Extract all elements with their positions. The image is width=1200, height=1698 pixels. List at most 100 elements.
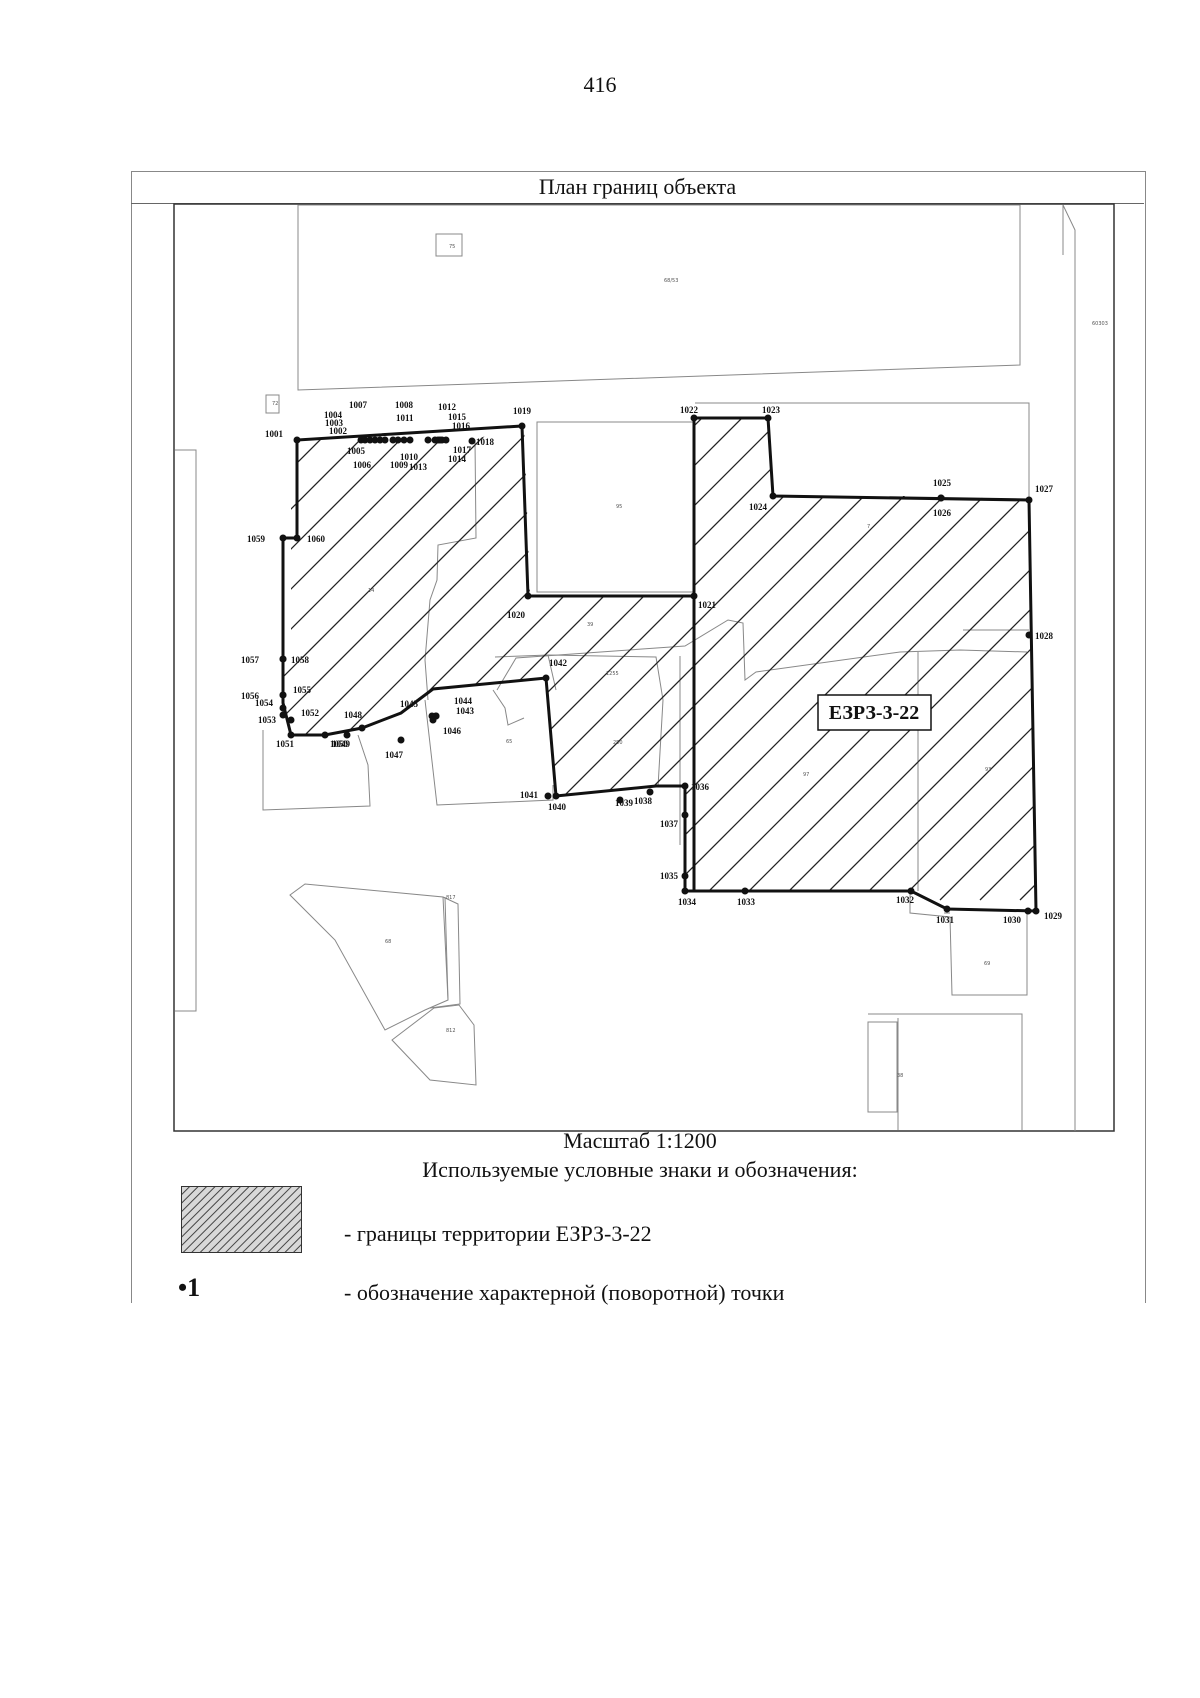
point-marker-1058: [279, 655, 287, 663]
point-label-1003: 1003: [325, 418, 344, 428]
point-label-1033: 1033: [737, 897, 756, 907]
point-marker-1001: [293, 436, 301, 444]
point-label-1059: 1059: [247, 534, 266, 544]
legend-title: Используемые условные знаки и обозначени…: [422, 1157, 858, 1182]
point-label-1040: 1040: [548, 802, 567, 812]
parcel-label: 1255: [606, 671, 619, 677]
point-marker-1026: [937, 494, 945, 502]
point-marker-1006: [376, 436, 384, 444]
point-label-1045: 1045: [400, 699, 419, 709]
point-marker-1033: [741, 887, 749, 895]
point-marker-1048: [358, 724, 366, 732]
parcel-label: 93: [985, 767, 991, 773]
point-label-1023: 1023: [762, 405, 781, 415]
parcel-72: [265, 394, 280, 414]
point-marker-1046: [429, 716, 437, 724]
point-label-1055: 1055: [293, 685, 312, 695]
point-marker-1009: [394, 436, 402, 444]
point-marker-1008: [389, 436, 397, 444]
parcel-lines: [175, 204, 1076, 1131]
legend-point-text: - обозначение характерной (поворотной) т…: [344, 1280, 785, 1305]
point-marker-1020: [524, 592, 532, 600]
territory-label: ЕЗРЗ-3-22: [829, 702, 919, 724]
point-marker-1047: [397, 736, 405, 744]
point-marker-1034: [681, 887, 689, 895]
point-label-1030: 1030: [1003, 915, 1022, 925]
point-label-1044: 1044: [454, 696, 473, 706]
parcel-38: [867, 1021, 898, 1113]
parcel-label: 75: [449, 244, 455, 250]
parcel-75: [435, 233, 463, 257]
parcel-label: 72: [272, 401, 278, 407]
point-label-1043: 1043: [456, 706, 475, 716]
point-marker-1051: [287, 731, 295, 739]
point-label-1024: 1024: [749, 502, 768, 512]
point-marker-1005: [371, 436, 379, 444]
point-label-1025: 1025: [933, 478, 952, 488]
point-label-1035: 1035: [660, 871, 679, 881]
point-label-1053: 1053: [258, 715, 277, 725]
point-marker-1049: [343, 731, 351, 739]
point-marker-1024: [769, 492, 777, 500]
point-label-1038: 1038: [634, 796, 653, 806]
legend-point-symbol: •1: [178, 1273, 201, 1302]
point-label-1029: 1029: [1044, 911, 1063, 921]
point-label-1021: 1021: [698, 600, 717, 610]
point-label-1026: 1026: [933, 508, 952, 518]
point-marker-1004: [366, 436, 374, 444]
territory-label-box: [817, 694, 932, 731]
point-marker-1022: [690, 414, 698, 422]
point-label-1005: 1005: [347, 446, 366, 456]
point-label-1011: 1011: [396, 413, 414, 423]
point-label-1037: 1037: [660, 819, 679, 829]
point-label-1036: 1036: [691, 782, 710, 792]
point-label-1002: 1002: [329, 426, 348, 436]
point-marker-1021: [690, 592, 698, 600]
plan-frame: [131, 171, 1146, 1303]
point-marker-1039: [616, 796, 624, 804]
map-area: [173, 203, 1115, 1132]
point-label-1008: 1008: [395, 400, 414, 410]
point-label-1052: 1052: [301, 708, 320, 718]
point-marker-1059: [279, 534, 287, 542]
parcel-label: 250: [613, 740, 623, 746]
parcel-label: 38: [897, 1073, 903, 1079]
point-marker-1053: [279, 711, 287, 719]
parcel-label: 68: [385, 939, 391, 945]
point-label-1012: 1012: [438, 402, 457, 412]
point-label-1028: 1028: [1035, 631, 1054, 641]
point-label-1046: 1046: [443, 726, 462, 736]
point-label-1047: 1047: [385, 750, 404, 760]
parcel-label: 60303: [1092, 321, 1108, 327]
point-label-1041: 1041: [520, 790, 539, 800]
point-marker-1027: [1025, 496, 1033, 504]
point-label-1042: 1042: [549, 658, 568, 668]
point-label-1018: 1018: [476, 437, 495, 447]
point-label-1058: 1058: [291, 655, 310, 665]
parcel-label: 817: [446, 895, 456, 901]
parcel-label: 97: [803, 772, 809, 778]
parcel-label: 68/53: [664, 278, 678, 284]
parcel-label: 14: [368, 588, 374, 594]
point-marker-1032: [907, 887, 915, 895]
point-marker-1035: [681, 872, 689, 880]
point-label-1057: 1057: [241, 655, 260, 665]
parcel-label: 812: [446, 1028, 456, 1034]
point-marker-1017: [442, 436, 450, 444]
parcel-label: 7: [867, 524, 870, 530]
point-label-1010: 1010: [400, 452, 419, 462]
point-label-1056: 1056: [241, 691, 260, 701]
parcel-label: 65: [506, 739, 512, 745]
point-marker-1060: [293, 534, 301, 542]
point-label-1051: 1051: [276, 739, 295, 749]
point-marker-1011: [406, 436, 414, 444]
point-label-1054: 1054: [255, 698, 274, 708]
point-marker-1036: [681, 782, 689, 790]
point-marker-1023: [764, 414, 772, 422]
point-marker-1052: [287, 716, 295, 724]
point-label-1013: 1013: [409, 462, 428, 472]
point-label-1039: 1039: [615, 798, 634, 808]
point-label-1014: 1014: [448, 454, 467, 464]
point-label-1006: 1006: [353, 460, 372, 470]
